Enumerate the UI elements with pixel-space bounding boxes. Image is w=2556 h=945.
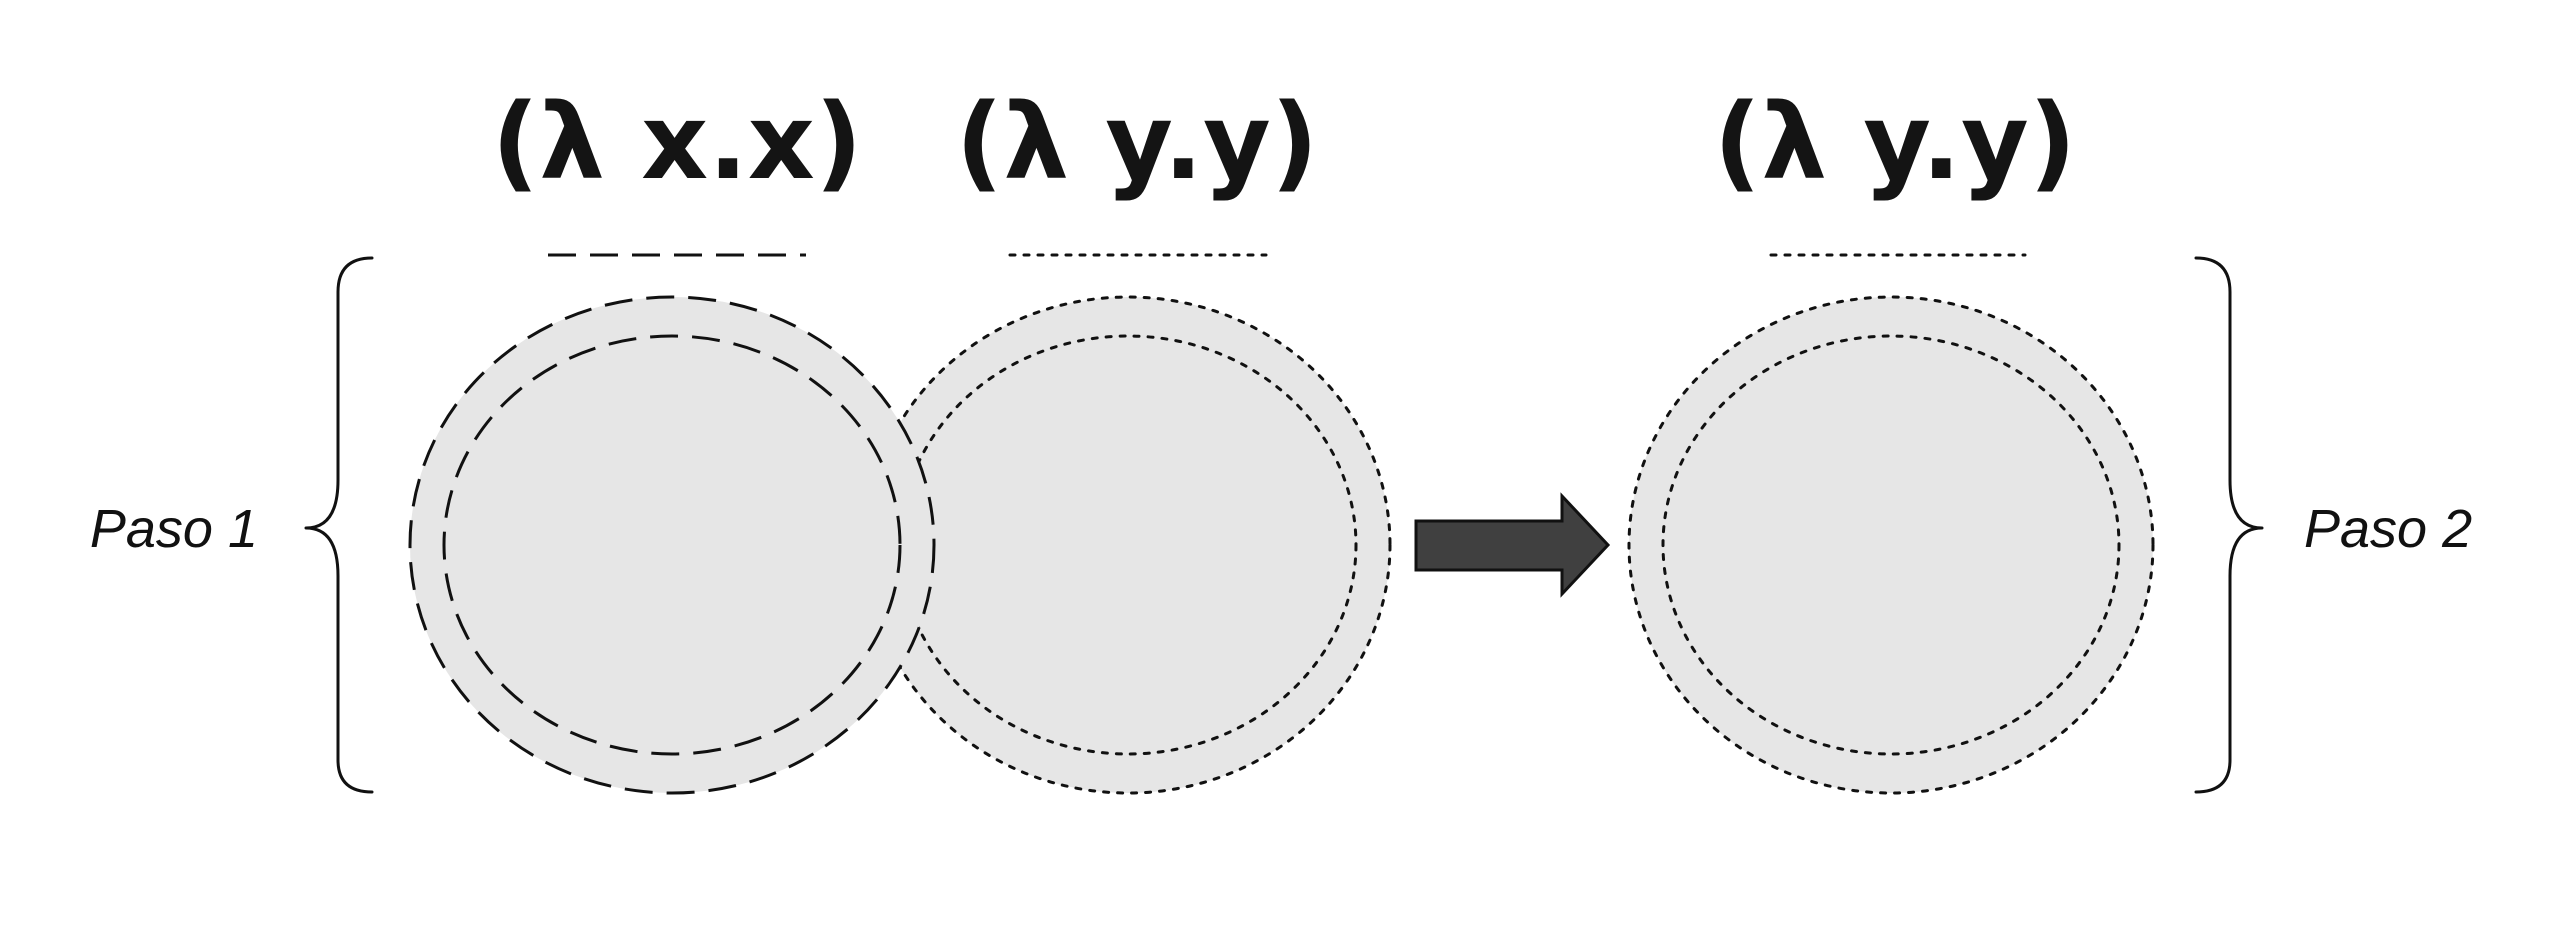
result-term-label: (λ y.y) — [1714, 81, 2077, 203]
step-2-label: Paso 2 — [2304, 499, 2472, 559]
step-1-label: Paso 1 — [90, 499, 258, 559]
step-2-group: (λ y.y) Paso 2 — [1627, 81, 2472, 795]
term-x-inner-ring — [442, 334, 902, 756]
result-term-outer-ring — [1627, 295, 2155, 795]
step-1-brace — [304, 256, 374, 794]
result-term-inner-ring — [1661, 334, 2121, 756]
result-term-disc — [1629, 297, 2153, 793]
step-2-brace — [2194, 256, 2264, 794]
term-y-circle — [864, 295, 1392, 795]
right-arrow-icon — [1414, 492, 1611, 598]
result-term-circle — [1627, 295, 2155, 795]
term-x-circle — [408, 295, 936, 795]
term-y-label: (λ y.y) — [956, 81, 1319, 203]
term-x-outer-ring — [408, 295, 936, 795]
step-1-group: (λ x.x) (λ y.y) Paso 1 — [90, 81, 1392, 795]
term-y-disc — [866, 297, 1390, 793]
term-x-label: (λ x.x) — [492, 81, 863, 203]
term-x-disc — [410, 297, 934, 793]
